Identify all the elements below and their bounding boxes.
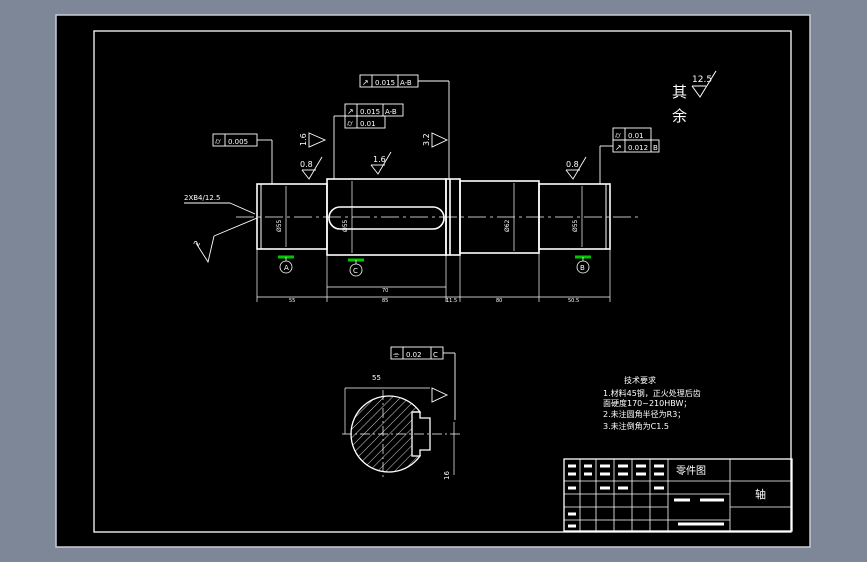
gdt-symmetry-datum: C <box>433 351 438 359</box>
datum-a-label: A <box>284 264 289 272</box>
dim-len-5: 50.5 <box>568 298 579 304</box>
gdt-left-cyl-value: 0.005 <box>228 138 248 146</box>
drawing-border <box>93 30 792 533</box>
datum-b-label: B <box>580 264 585 272</box>
gdt-right-cyl-value: 0.01 <box>628 132 644 140</box>
dim-dia-mid: Ø62 <box>504 219 511 232</box>
gdt-keyway-cyl-value: 0.01 <box>360 120 376 128</box>
gdt-shaft-runout-datum: A-B <box>400 79 412 87</box>
general-surface-finish: 12.5 其 余 <box>672 70 717 125</box>
dim-len-1: 55 <box>289 298 295 304</box>
gdt-keyway-cyl-symbol: ⌭ <box>347 119 353 128</box>
length-dimensions: 55 85 11.5 80 50.5 70 <box>256 249 611 304</box>
keyway-cross-section: 55 16 ⌯ 0.02 C <box>342 346 462 480</box>
tech-line-4: 3.未注倒角为C1.5 <box>603 421 669 431</box>
surface-finish-marks: 0.8 1.6 1.6 3.2 0.8 2 2XB4/12.5 <box>184 132 587 264</box>
datum-markers: A C B <box>278 255 591 277</box>
sf-keyway: 1.6 <box>373 155 386 164</box>
dim-section-depth: 16 <box>443 471 451 480</box>
title-part-name: 轴 <box>755 487 766 501</box>
sf-left-journal: 0.8 <box>300 160 313 169</box>
gdt-keyway-runout-symbol: ↗ <box>347 107 354 116</box>
general-note-yu: 余 <box>672 107 687 125</box>
gdt-right-runout-value: 0.012 <box>628 144 648 152</box>
gdt-symmetry-value: 0.02 <box>406 351 422 359</box>
dim-dia-right: Ø55 <box>572 219 579 232</box>
title-block: 零件图 轴 <box>563 458 793 532</box>
dim-len-2: 85 <box>382 298 388 304</box>
keyway-slot <box>328 206 445 230</box>
tech-title: 技术要求 <box>624 375 656 385</box>
gdt-right-cyl-symbol: ⌭ <box>615 131 621 140</box>
gdt-right-runout-symbol: ↗ <box>615 143 622 152</box>
dim-keyway-len: 70 <box>382 288 388 294</box>
tech-line-3: 2.未注圆角半径为R3； <box>603 409 685 419</box>
dim-dia-keyway: Ø55 <box>342 219 349 232</box>
sf-left-chamfer: 2 <box>192 239 202 248</box>
sf-shoulder: 3.2 <box>422 133 431 146</box>
title-drawing-type: 零件图 <box>676 465 706 477</box>
gdt-shaft-runout-value: 0.015 <box>375 79 395 87</box>
dim-section-width: 55 <box>372 374 381 382</box>
dim-len-3: 11.5 <box>446 298 457 304</box>
sf-right-journal: 0.8 <box>566 160 579 169</box>
sf-left-end: 1.6 <box>299 133 308 146</box>
technical-requirements: 技术要求 1.材料45钢，正火处理后齿 面硬度170~210HBW； 2.未注圆… <box>603 375 701 431</box>
gdt-frames: ↗ 0.015 A-B ↗ 0.015 A-B ⌭ 0.01 ⌭ 0.005 ⌭… <box>212 74 660 184</box>
shaft-outline <box>256 178 611 256</box>
tech-line-2: 面硬度170~210HBW； <box>603 398 691 408</box>
gdt-left-cyl-symbol: ⌭ <box>215 137 221 146</box>
general-note-qi: 其 <box>672 83 687 101</box>
dim-dia-left: Ø55 <box>276 219 283 232</box>
gdt-keyway-runout-datum: A-B <box>385 108 397 116</box>
tech-line-1: 1.材料45钢，正火处理后齿 <box>603 388 701 398</box>
dim-len-4: 80 <box>496 298 502 304</box>
gdt-keyway-runout-value: 0.015 <box>360 108 380 116</box>
gdt-shaft-runout-symbol: ↗ <box>362 78 369 87</box>
gdt-right-runout-datum: B <box>653 144 658 152</box>
general-roughness-value: 12.5 <box>692 75 712 85</box>
right-journal <box>538 183 611 250</box>
center-hole-note: 2XB4/12.5 <box>184 194 220 202</box>
datum-c-label: C <box>353 267 358 275</box>
gdt-symmetry-symbol: ⌯ <box>393 350 400 359</box>
diameter-dimensions: Ø55 Ø55 Ø62 Ø55 <box>276 181 583 253</box>
drawing-sheet <box>55 14 811 548</box>
